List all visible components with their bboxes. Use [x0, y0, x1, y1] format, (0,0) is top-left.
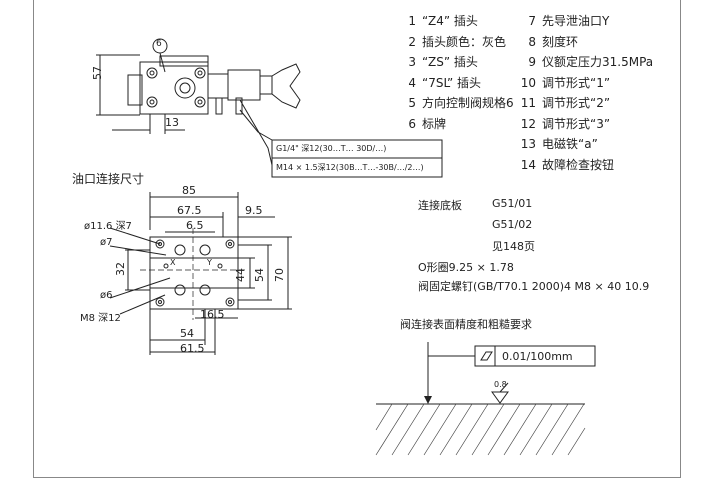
legend-number: 14: [520, 157, 536, 172]
legend-item: 5 方向控制阀规格6: [400, 94, 514, 111]
hole-6: ø6: [100, 290, 113, 301]
dim-54-horizontal: 54: [180, 327, 194, 340]
thread-m8: M8 深12: [80, 313, 121, 324]
flatness-value: 0.01/100mm: [502, 350, 573, 363]
legend-number: 10: [520, 75, 536, 90]
plate-label: 连接底板: [418, 199, 462, 212]
note-line-1: G1/4" 深12(30…T… 30D/…): [276, 144, 387, 153]
legend-number: 13: [520, 137, 536, 151]
hatching: [375, 403, 586, 456]
o-ring: O形圈9.25 × 1.78: [418, 261, 514, 274]
legend-number: 2: [408, 34, 416, 49]
legend-item: 3 “ZS” 插头: [400, 53, 478, 70]
legend-text: 方向控制阀规格6: [422, 96, 514, 110]
legend-item: 10 调节形式“1”: [520, 74, 610, 91]
hole-11-6: ø11.6 深7: [84, 221, 132, 232]
dim-67-5: 67.5: [177, 204, 202, 217]
valve-top-view: [96, 38, 443, 178]
legend-text: 调节形式“2”: [542, 96, 611, 110]
legend-item: 1 “Z4” 插头: [400, 12, 478, 29]
port-x: X: [170, 258, 176, 267]
legend-number: 1: [408, 14, 416, 28]
legend-item: 14 故障检查按钮: [520, 156, 614, 173]
plate-see-page: 见148页: [492, 240, 535, 253]
legend-text: “7SL” 插头: [422, 75, 482, 90]
legend-text: 插头颜色：灰色: [422, 34, 507, 49]
legend-number: 5: [408, 96, 416, 110]
dim-61-5: 61.5: [180, 342, 205, 355]
fixing-screw: 阀固定螺钉(GB/T70.1 2000)4 M8 × 40 10.9: [418, 280, 650, 293]
legend-text: 故障检查按钮: [542, 157, 615, 172]
arrow-head: [424, 396, 432, 404]
legend-item: 12 调节形式“3”: [520, 115, 610, 132]
dim-70: 70: [273, 268, 286, 282]
dim-9-5: 9.5: [245, 204, 263, 217]
note-line-2: M14 × 1.5深12(30B…T…-30B/…/2…): [276, 163, 424, 172]
port-y: Y: [207, 258, 212, 267]
legend-text: 标牌: [422, 116, 447, 131]
surface-finish-symbol: [376, 342, 596, 405]
legend-item: 7 先导泄油口Y: [520, 12, 609, 29]
legend-item: 11 调节形式“2”: [520, 94, 610, 111]
legend-number: 7: [528, 14, 536, 28]
legend-text: 先导泄油口Y: [542, 14, 610, 28]
legend-text: “ZS” 插头: [422, 55, 478, 69]
dim-85: 85: [182, 184, 196, 197]
dim-13: 13: [165, 116, 179, 129]
dim-16-5: 16.5: [200, 308, 225, 321]
dim-6-5: 6.5: [186, 219, 204, 232]
legend-text: 仪额定压力31.5MPa: [542, 55, 654, 69]
hole-7: ø7: [100, 237, 113, 248]
legend-number: 9: [528, 55, 536, 69]
legend-text: 调节形式“3”: [542, 116, 611, 131]
callout-6: 6: [156, 39, 162, 49]
legend-text: 调节形式“1”: [542, 75, 611, 90]
legend-item: 6 标牌: [400, 115, 446, 132]
legend-number: 4: [408, 75, 416, 90]
legend-number: 11: [520, 96, 536, 110]
legend-item: 8 刻度环: [520, 33, 578, 50]
dim-57: 57: [91, 66, 104, 80]
legend-text: 电磁铁“a”: [542, 137, 598, 151]
legend-item: 4 “7SL” 插头: [400, 74, 481, 91]
legend-number: 8: [528, 34, 536, 49]
port-plate: [109, 192, 292, 355]
dim-44: 44: [234, 268, 247, 282]
legend-number: 6: [408, 116, 416, 131]
legend-item: 9 仪额定压力31.5MPa: [520, 53, 653, 70]
roughness-value: 0.8: [494, 380, 507, 389]
surface-title: 阀连接表面精度和粗糙要求: [400, 318, 532, 331]
plate-g51-02: G51/02: [492, 218, 533, 231]
legend-text: 刻度环: [542, 34, 579, 49]
legend-text: “Z4” 插头: [422, 14, 478, 28]
port-section-title: 油口连接尺寸: [72, 172, 145, 186]
drawing-frame: [33, 0, 681, 478]
legend-item: 2 插头颜色：灰色: [400, 33, 506, 50]
legend-number: 3: [408, 55, 416, 69]
dim-32: 32: [114, 262, 127, 276]
dim-54-vertical: 54: [253, 268, 266, 282]
legend-item: 13 电磁铁“a”: [520, 135, 598, 152]
plate-g51-01: G51/01: [492, 197, 533, 210]
legend-number: 12: [520, 116, 536, 131]
